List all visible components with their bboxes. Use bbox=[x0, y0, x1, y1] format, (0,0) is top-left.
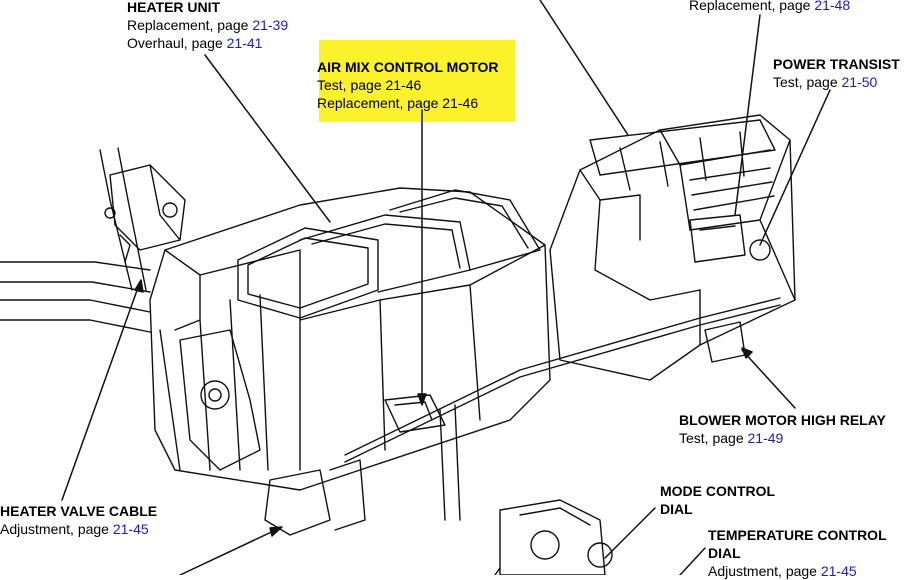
air-mix-highlight-box bbox=[319, 40, 515, 122]
leader-lines bbox=[61, 0, 831, 575]
air-mix-motor-bracket bbox=[384, 394, 446, 433]
heater-unit-title: HEATER UNIT bbox=[127, 0, 221, 15]
air-mix-callout: AIR MIX CONTROL MOTOR Test, page 21-46 R… bbox=[317, 58, 498, 112]
heater-valve-callout: HEATER VALVE CABLE Adjustment, page 21-4… bbox=[0, 502, 157, 538]
heater-valve-title: HEATER VALVE CABLE bbox=[0, 503, 158, 519]
top-partial-page-link[interactable]: 21-48 bbox=[814, 0, 851, 13]
top-partial-callout: Replacement, page 21-48 bbox=[689, 0, 850, 14]
power-transistor-title: POWER TRANSIST bbox=[773, 56, 900, 72]
heater-outlet-ducts bbox=[237, 189, 541, 319]
heater-unit-line1-text: Replacement, page bbox=[127, 17, 253, 33]
power-transistor-line1-text: Test, page bbox=[773, 74, 842, 90]
temp-control-page-link[interactable]: 21-45 bbox=[820, 563, 857, 579]
blower-relay-line1-text: Test, page bbox=[679, 430, 748, 446]
power-transistor bbox=[689, 214, 771, 263]
heater-unit-line2-page-link[interactable]: 21-41 bbox=[226, 35, 263, 51]
top-partial-text: Replacement, page bbox=[689, 0, 815, 13]
mode-control-title-line1: MODE CONTROL bbox=[660, 483, 776, 499]
heater-unit-callout: HEATER UNIT Replacement, page 21-39 Over… bbox=[127, 0, 288, 52]
blower-relay-page-link[interactable]: 21-49 bbox=[747, 430, 784, 446]
heater-valve-page-link[interactable]: 21-45 bbox=[112, 521, 149, 537]
blower-relay-callout: BLOWER MOTOR HIGH RELAY Test, page 21-49 bbox=[679, 411, 886, 447]
blower-unit-body bbox=[549, 114, 796, 381]
heater-unit-line2-text: Overhaul, page bbox=[127, 35, 227, 51]
temp-control-line1-text: Adjustment, page bbox=[708, 563, 821, 579]
mode-control-callout: MODE CONTROL DIAL bbox=[660, 482, 775, 518]
air-mix-replacement-line: Replacement, page 21-46 bbox=[317, 95, 479, 111]
lower-left-components bbox=[179, 329, 366, 536]
temp-control-callout: TEMPERATURE CONTROL DIAL Adjustment, pag… bbox=[708, 526, 887, 580]
blower-relay bbox=[704, 321, 746, 363]
power-transistor-page-link[interactable]: 21-50 bbox=[841, 74, 878, 90]
temp-control-title-line1: TEMPERATURE CONTROL bbox=[708, 527, 887, 543]
mode-control-dial-unit bbox=[499, 499, 613, 575]
blower-relay-title: BLOWER MOTOR HIGH RELAY bbox=[679, 412, 886, 428]
air-mix-test-line: Test, page 21-46 bbox=[317, 77, 422, 93]
mode-control-title-line2: DIAL bbox=[660, 501, 693, 517]
temp-control-title-line2: DIAL bbox=[708, 545, 741, 561]
power-transistor-callout: POWER TRANSIST Test, page 21-50 bbox=[773, 55, 900, 91]
heater-valve-line1-text: Adjustment, page bbox=[0, 521, 113, 537]
air-mix-title: AIR MIX CONTROL MOTOR bbox=[317, 59, 499, 75]
heater-valve-bracket bbox=[104, 164, 186, 263]
heater-unit-body bbox=[149, 187, 551, 491]
heater-unit-line1-page-link[interactable]: 21-39 bbox=[252, 17, 289, 33]
left-coolant-pipes bbox=[0, 147, 151, 333]
